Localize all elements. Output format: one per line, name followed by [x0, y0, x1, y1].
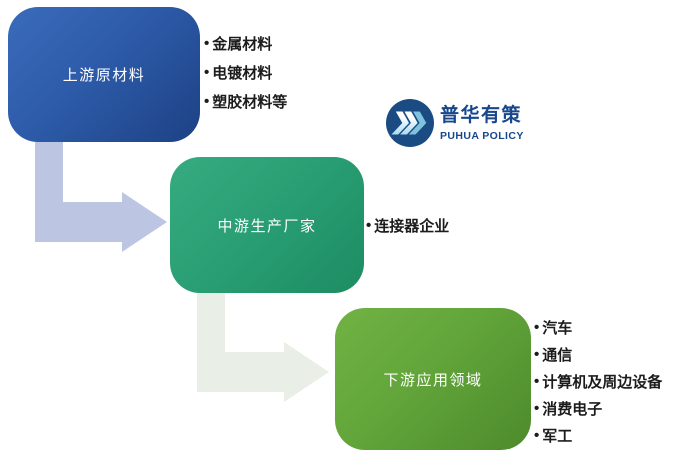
bullet-icon: •	[534, 319, 540, 336]
list-item-text: 汽车	[542, 320, 573, 337]
elbow-arrow-shape	[35, 142, 167, 252]
list-item: • 金属材料	[204, 29, 287, 58]
list-item: • 电镀材料	[204, 58, 287, 87]
puhua-policy-logo: 普华有策 PUHUA POLICY	[386, 99, 524, 147]
list-item-text: 通信	[542, 347, 573, 364]
upstream-items-list: • 金属材料 • 电镀材料 • 塑胶材料等	[204, 29, 287, 116]
node-downstream-label: 下游应用领域	[383, 371, 483, 389]
list-item: • 通信	[534, 341, 662, 368]
midstream-items-list: • 连接器企业	[366, 212, 449, 239]
bullet-icon: •	[534, 346, 540, 363]
chevrons-icon	[386, 99, 434, 147]
bullet-icon: •	[534, 427, 540, 444]
list-item-text: 消费电子	[542, 401, 603, 418]
bullet-icon: •	[534, 400, 540, 417]
node-midstream-label: 中游生产厂家	[217, 217, 317, 235]
list-item-text: 军工	[542, 428, 573, 445]
list-item-text: 金属材料	[212, 36, 273, 53]
logo-cn-text: 普华有策	[440, 105, 523, 126]
node-upstream-label: 上游原材料	[62, 67, 146, 84]
bullet-icon: •	[204, 35, 210, 52]
list-item: • 塑胶材料等	[204, 87, 287, 116]
node-downstream: 下游应用领域	[335, 308, 531, 450]
node-upstream: 上游原材料	[8, 7, 200, 142]
bullet-icon: •	[204, 64, 210, 81]
list-item: • 消费电子	[534, 395, 662, 422]
list-item: • 军工	[534, 422, 662, 449]
list-item-text: 计算机及周边设备	[542, 374, 663, 391]
bullet-icon: •	[366, 217, 372, 234]
bullet-icon: •	[534, 373, 540, 390]
logo-text: 普华有策 PUHUA POLICY	[440, 104, 524, 142]
elbow-arrow-upstream-to-midstream	[35, 142, 167, 252]
list-item: • 连接器企业	[366, 212, 449, 239]
logo-en-text: PUHUA POLICY	[440, 130, 524, 142]
bullet-icon: •	[204, 93, 210, 110]
downstream-items-list: • 汽车 • 通信 • 计算机及周边设备 • 消费电子 • 军工	[534, 314, 662, 449]
list-item: • 汽车	[534, 314, 662, 341]
list-item-text: 电镀材料	[212, 65, 273, 82]
elbow-arrow-shape	[197, 292, 329, 402]
node-midstream: 中游生产厂家	[170, 157, 364, 293]
list-item: • 计算机及周边设备	[534, 368, 662, 395]
list-item-text: 连接器企业	[374, 218, 450, 235]
elbow-arrow-midstream-to-downstream	[197, 292, 329, 402]
list-item-text: 塑胶材料等	[212, 94, 288, 111]
